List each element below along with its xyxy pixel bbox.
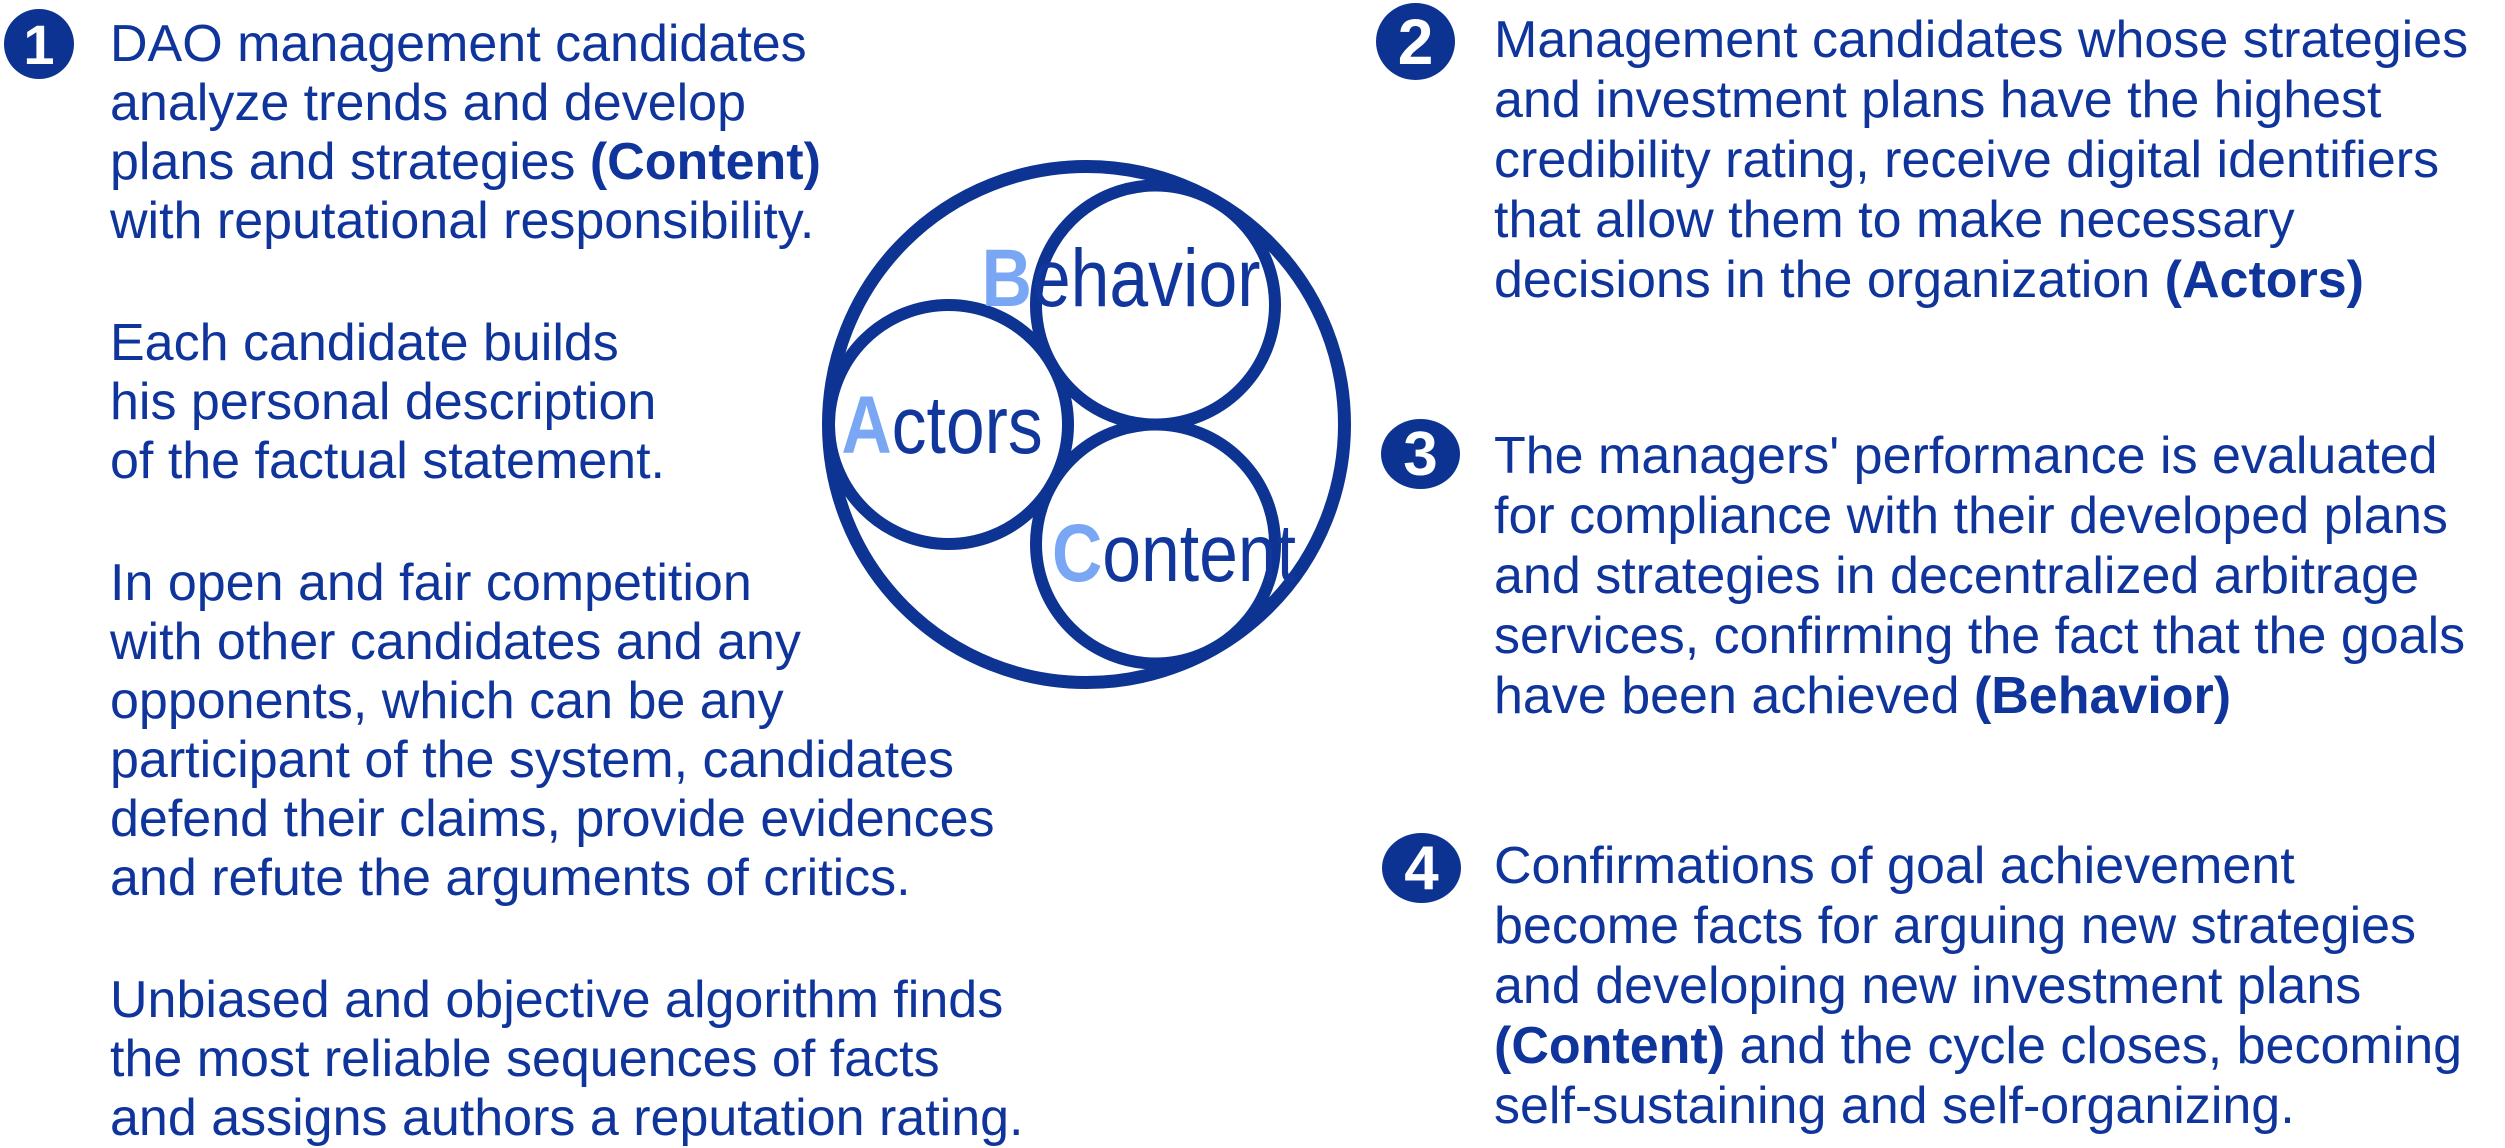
bac-circles-diagram: Behavior Actors Content	[822, 160, 1351, 689]
text-line: that allow them to make necessary	[1494, 191, 2295, 249]
text-line: opponents, which can be any	[110, 672, 784, 730]
text-line: credibility rating, receive digital iden…	[1494, 131, 2440, 189]
left-text-column: DAO management candidates analyze trends…	[110, 15, 1023, 1148]
text-line: participant of the system, candidates	[110, 731, 955, 789]
behavior-label: Behavior	[982, 233, 1261, 325]
step-3-paragraph: The managers' performance is evaluated f…	[1494, 426, 2468, 726]
step-4-paragraph: Confirmations of goal achievement become…	[1494, 836, 2468, 1136]
text-line: analyze trends and develop	[110, 74, 747, 132]
algorithm-paragraph: Unbiased and objective algorithm finds t…	[110, 971, 1023, 1148]
text-line: DAO management candidates	[110, 15, 807, 73]
text-line: the most reliable sequences of facts	[110, 1030, 940, 1088]
text-line: Unbiased and objective algorithm finds	[110, 971, 1004, 1029]
text-line: services, confirming the fact that the g…	[1494, 607, 2466, 665]
text-line: for compliance with their developed plan…	[1494, 487, 2448, 545]
text-line: and investment plans have the highest	[1494, 71, 2382, 129]
text-line: decisions in the organization (Actors)	[1494, 251, 2364, 309]
text-line: Confirmations of goal achievement	[1494, 837, 2295, 895]
step-1-badge: 1	[4, 9, 74, 79]
content-circle	[1030, 418, 1281, 670]
competition-paragraph: In open and fair competition with other …	[110, 554, 1023, 908]
text-line: have been achieved (Behavior)	[1494, 667, 2232, 725]
personal-description-paragraph: Each candidate builds his personal descr…	[110, 314, 1023, 491]
text-line: In open and fair competition	[110, 554, 752, 612]
step-4-number: 4	[1404, 833, 1439, 903]
step-1-paragraph: DAO management candidates analyze trends…	[110, 15, 1023, 251]
step-1-number: 1	[23, 12, 55, 76]
text-line: become facts for arguing new strategies	[1494, 897, 2417, 955]
text-line: Each candidate builds	[110, 314, 619, 372]
text-line: and assigns authors a reputation rating.	[110, 1089, 1024, 1147]
text-line: plans and strategies (Content)	[110, 133, 821, 191]
step-2-paragraph: Management candidates whose strategies a…	[1494, 10, 2468, 310]
text-line: with other candidates and any	[110, 613, 801, 671]
text-line: of the factual statement.	[110, 432, 665, 490]
actors-circle	[823, 299, 1074, 550]
step-3-number: 3	[1403, 419, 1438, 489]
text-line: and refute the arguments of critics.	[110, 849, 911, 907]
text-line: defend their claims, provide evidences	[110, 790, 995, 848]
text-line: self-sustaining and self-organizing.	[1494, 1077, 2295, 1135]
step-3-badge: 3	[1381, 419, 1460, 489]
text-line: (Content) and the cycle closes, becoming	[1494, 1017, 2463, 1075]
step-2-number: 2	[1397, 5, 1434, 78]
text-line: The managers' performance is evaluated	[1494, 427, 2438, 485]
text-line: and strategies in decentralized arbitrag…	[1494, 547, 2420, 605]
right-text-column: Management candidates whose strategies a…	[1494, 10, 2468, 1136]
step-2-badge: 2	[1376, 3, 1455, 80]
step-4-badge: 4	[1382, 833, 1461, 903]
text-line: Management candidates whose strategies	[1494, 11, 2469, 69]
content-label: Content	[1052, 508, 1296, 600]
actors-label: Actors	[841, 380, 1042, 472]
text-line: and developing new investment plans	[1494, 957, 2362, 1015]
text-line: his personal description	[110, 373, 657, 431]
text-line: with reputational responsibility.	[110, 192, 815, 250]
